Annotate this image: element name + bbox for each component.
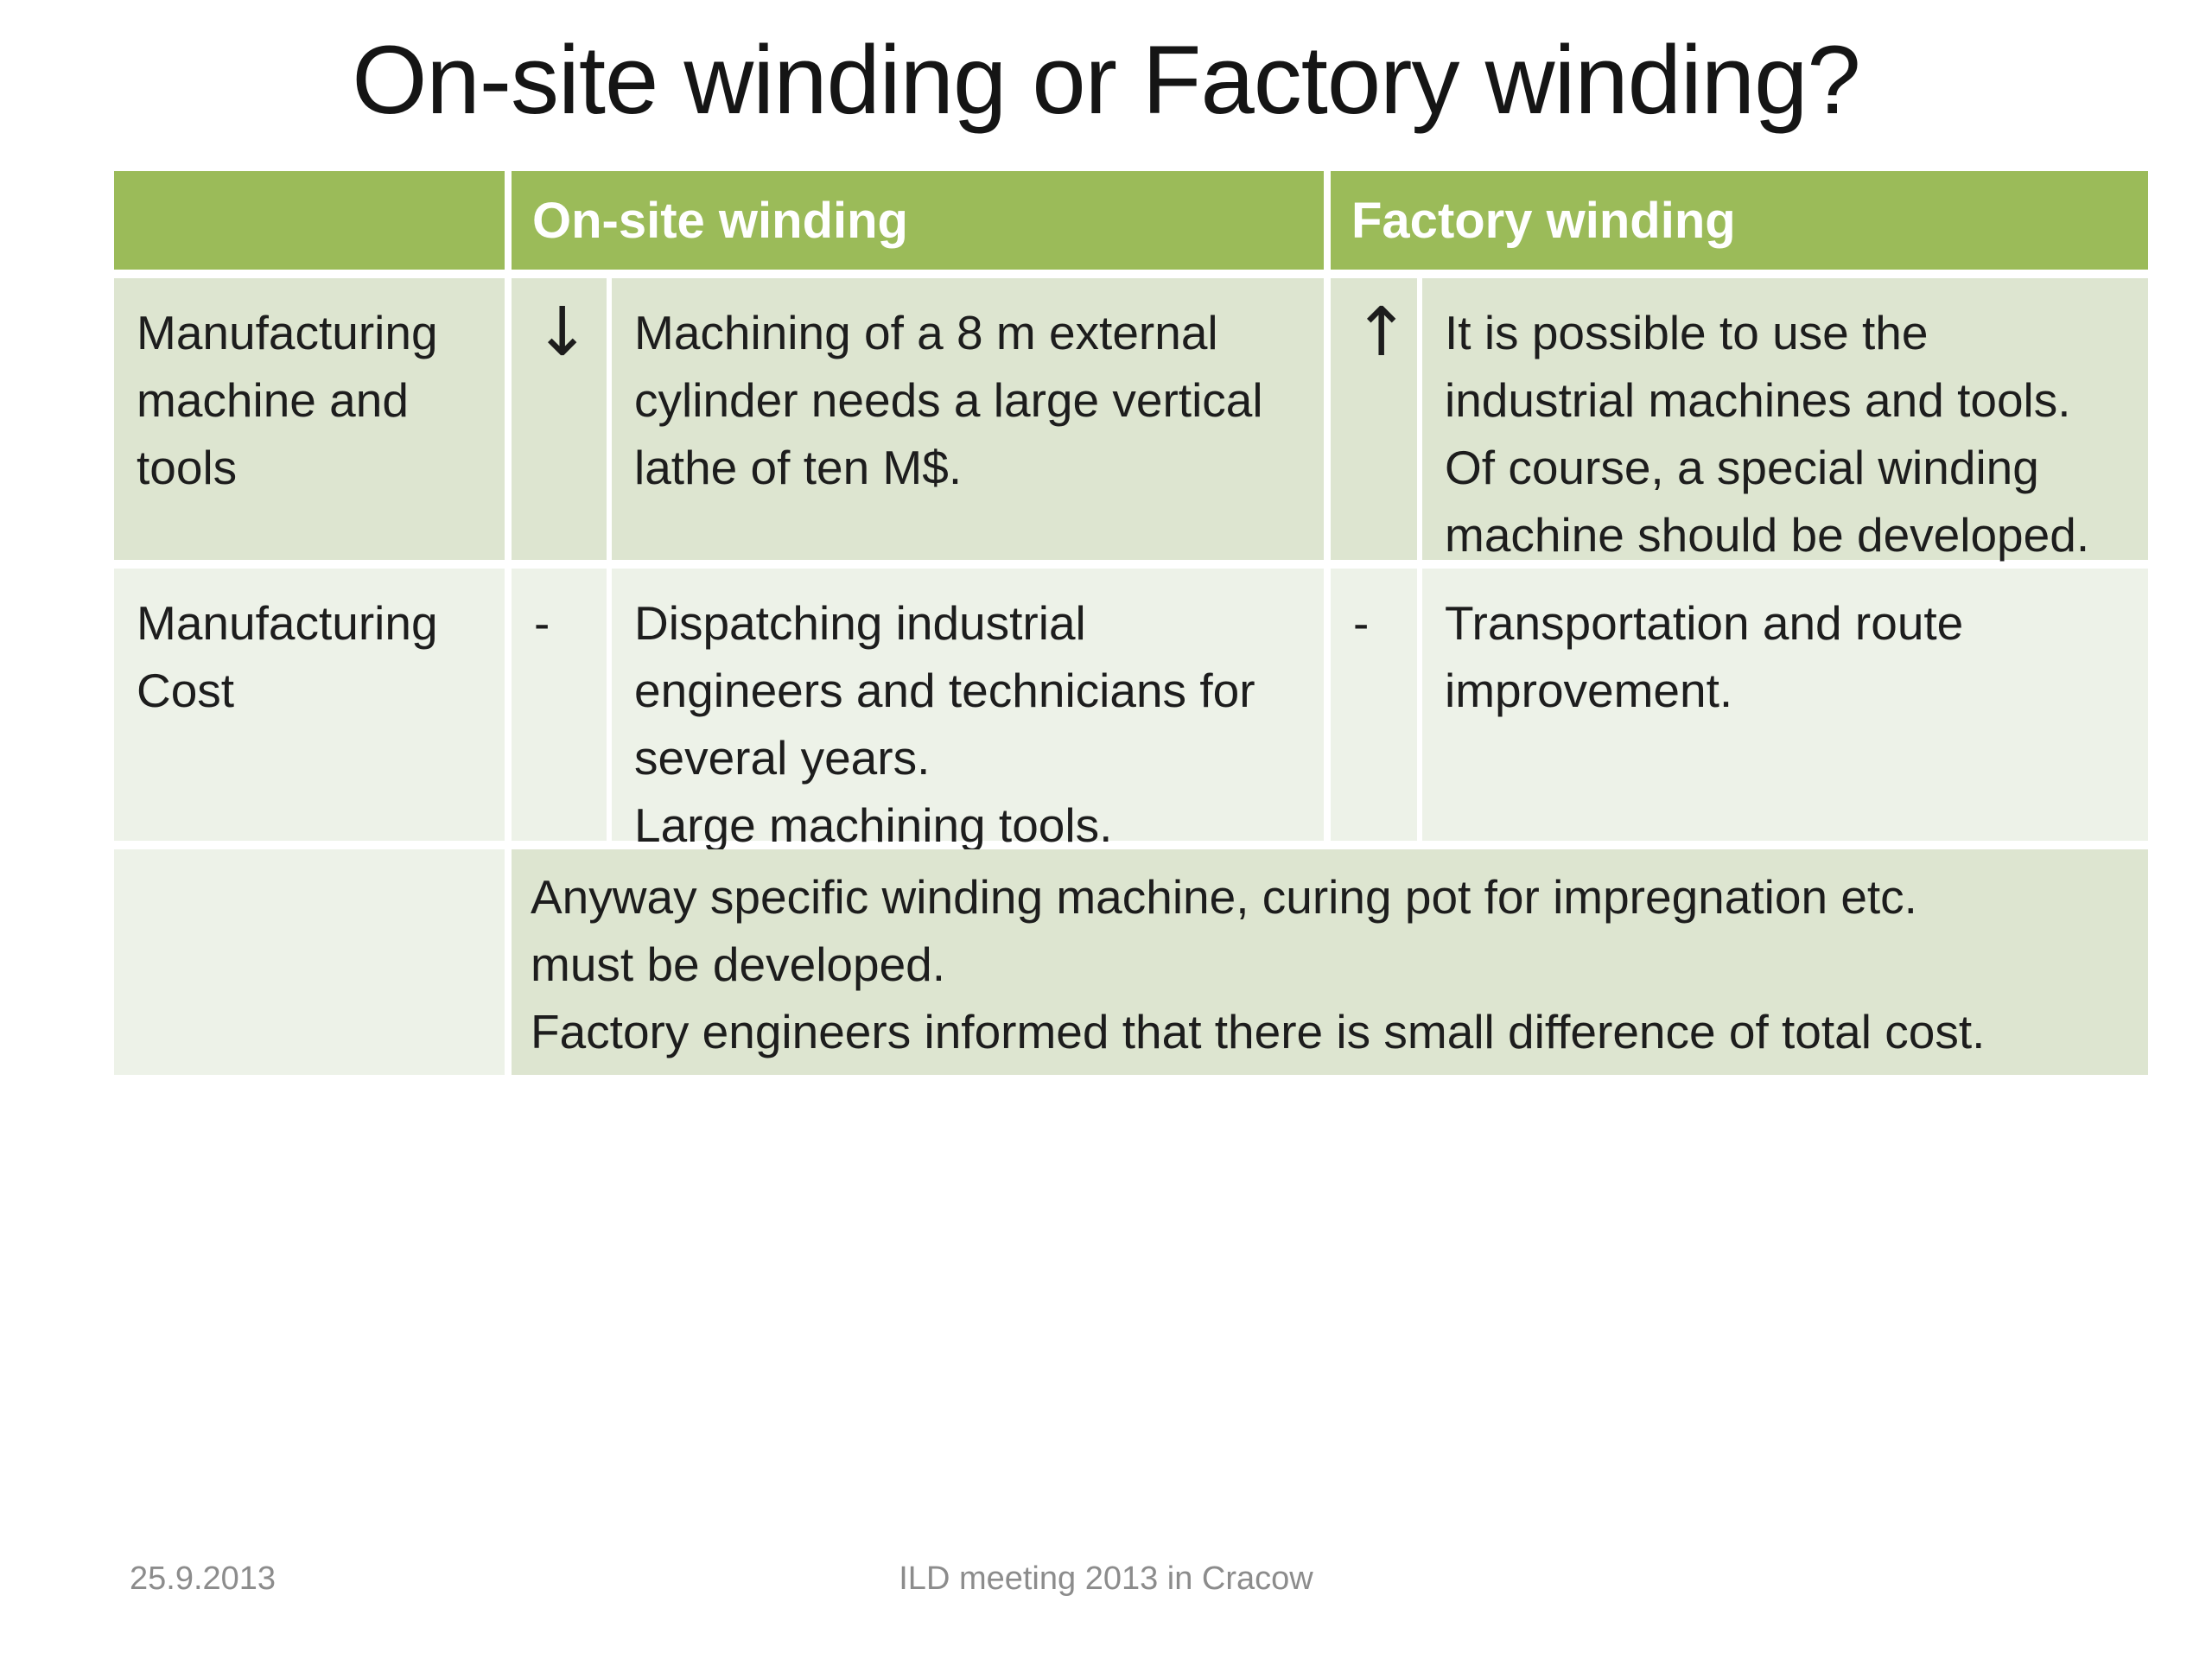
row-label-line: machine and xyxy=(137,373,409,427)
onsite-machine-tools-text: Machining of a 8 m external cylinder nee… xyxy=(612,278,1324,560)
factory-machine-tools-text: It is possible to use the industrial mac… xyxy=(1422,278,2148,562)
cell-text-line: Dispatching industrial xyxy=(634,596,1086,650)
header-onsite-label: On-site winding xyxy=(532,192,908,249)
onsite-marker-cell: ↓ xyxy=(512,278,607,560)
dash-bullet-icon: - xyxy=(534,596,550,650)
comparison-table: On-site winding Factory winding Manufact… xyxy=(114,171,2148,1075)
cell-text-line: engineers and technicians for xyxy=(634,664,1255,717)
onsite-cost-text: Dispatching industrial engineers and tec… xyxy=(612,569,1324,852)
cell-text-line: cylinder needs a large vertical xyxy=(634,373,1263,427)
factory-marker-cell: ↑ xyxy=(1331,278,1417,560)
slide-title: On-site winding or Factory winding? xyxy=(352,26,1860,134)
up-arrow-icon: ↑ xyxy=(1353,294,1410,372)
cell-text-line: Large machining tools. xyxy=(634,798,1113,852)
cell-text-line: It is possible to use the xyxy=(1445,306,1929,359)
header-onsite-winding: On-site winding xyxy=(512,171,1324,270)
row-label-line: tools xyxy=(137,441,238,494)
cell-text-line: Transportation and route xyxy=(1445,596,1964,650)
cell-text-line: several years. xyxy=(634,731,931,785)
cell-text-line: machine should be developed. xyxy=(1445,508,2090,562)
cell-text-line: Machining of a 8 m external xyxy=(634,306,1218,359)
note-text-line: must be developed. xyxy=(531,938,946,991)
factory-cost-text: Transportation and route improvement. xyxy=(1422,569,2148,841)
header-blank-cell xyxy=(114,171,505,270)
cell-text-line: improvement. xyxy=(1445,664,1733,717)
row-blank-label-cell xyxy=(114,849,505,1075)
footer-meeting-text: ILD meeting 2013 in Cracow xyxy=(899,1560,1313,1597)
header-factory-label: Factory winding xyxy=(1351,192,1736,249)
onsite-marker-cell: - xyxy=(512,569,607,841)
row-label-manufacturing-machine-and-tools: Manufacturing machine and tools xyxy=(114,278,505,560)
row-label-manufacturing-cost: Manufacturing Cost xyxy=(114,569,505,841)
note-text-line: Anyway specific winding machine, curing … xyxy=(531,870,1917,924)
header-factory-winding: Factory winding xyxy=(1331,171,2148,270)
cell-text-line: lathe of ten M$. xyxy=(634,441,963,494)
down-arrow-icon: ↓ xyxy=(534,294,591,372)
factory-marker-cell: - xyxy=(1331,569,1417,841)
row-label-line: Manufacturing xyxy=(137,306,438,359)
row-label-line: Manufacturing xyxy=(137,596,438,650)
footer-date: 25.9.2013 xyxy=(130,1560,276,1597)
row-label-line: Cost xyxy=(137,664,235,717)
cell-text-line: Of course, a special winding xyxy=(1445,441,2039,494)
dash-bullet-icon: - xyxy=(1353,596,1370,650)
cost-note-spanning-cell: Anyway specific winding machine, curing … xyxy=(512,849,2148,1075)
cell-text-line: industrial machines and tools. xyxy=(1445,373,2071,427)
note-text-line: Factory engineers informed that there is… xyxy=(531,1005,1986,1058)
